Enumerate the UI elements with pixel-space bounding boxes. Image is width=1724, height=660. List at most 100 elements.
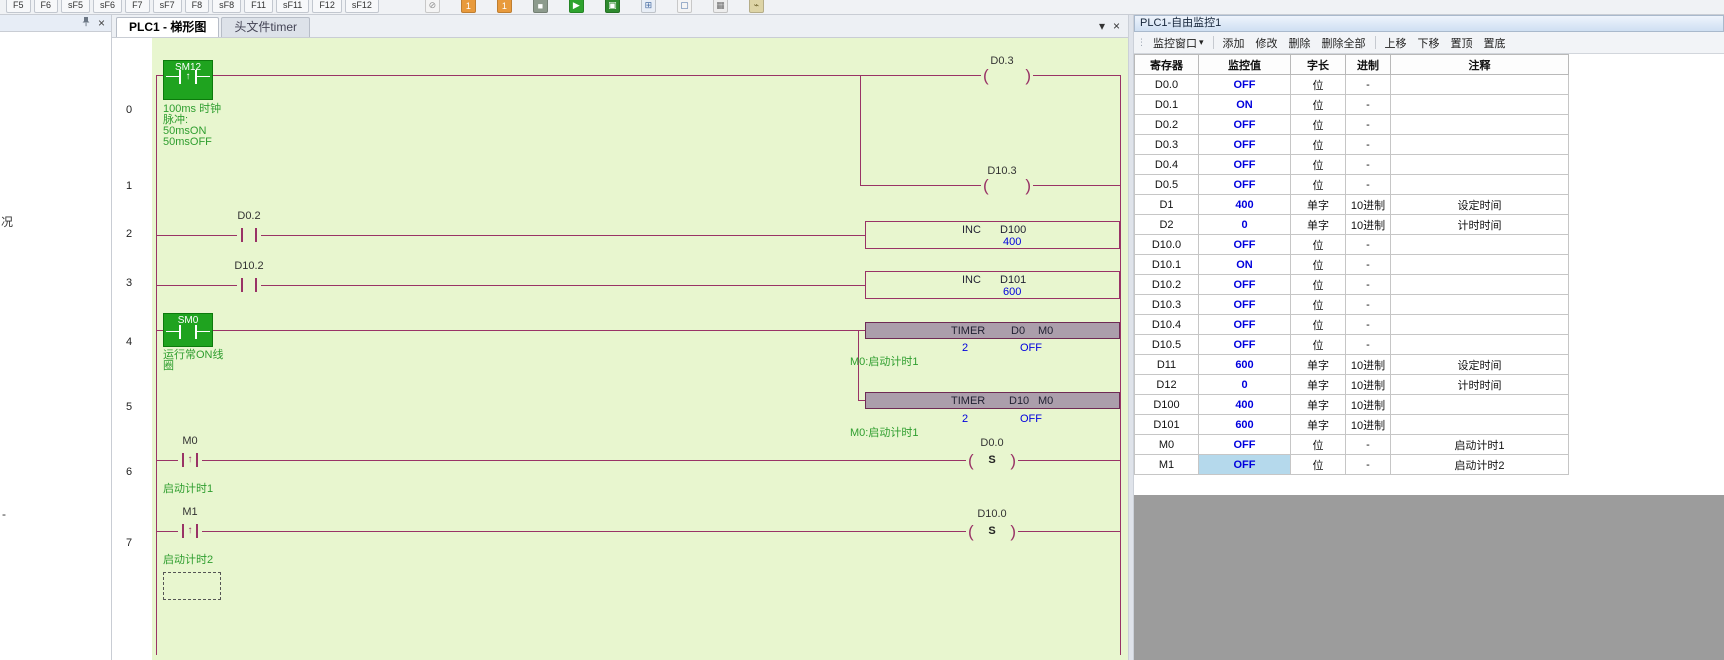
contact-m1-pulse[interactable]: ↑ <box>178 523 202 539</box>
contact-sm12-energized[interactable]: SM12 ↑ <box>163 60 213 100</box>
move-bottom-button[interactable]: 置底 <box>1479 33 1511 53</box>
move-down-button[interactable]: 下移 <box>1413 33 1445 53</box>
comment-cell[interactable] <box>1390 234 1569 255</box>
monitor-row[interactable]: D0.1 ON 位 - <box>1134 94 1569 115</box>
pin-icon[interactable] <box>81 16 91 30</box>
value-cell[interactable]: 600 <box>1198 414 1291 435</box>
close-icon[interactable]: × <box>97 16 105 30</box>
zoom-select-icon[interactable]: ⊞ <box>640 0 656 13</box>
wordlen-cell[interactable]: 单字 <box>1290 214 1346 235</box>
base-cell[interactable]: - <box>1345 274 1391 295</box>
register-cell[interactable]: D0.4 <box>1134 154 1199 175</box>
monitor-row[interactable]: D11 600 单字 10进制 设定时间 <box>1134 354 1569 375</box>
register-cell[interactable]: D10.4 <box>1134 314 1199 335</box>
value-cell[interactable]: ON <box>1198 94 1291 115</box>
comment-cell[interactable] <box>1390 414 1569 435</box>
wordlen-cell[interactable]: 位 <box>1290 94 1346 115</box>
comment-cell[interactable]: 设定时间 <box>1390 354 1569 375</box>
base-cell[interactable]: 10进制 <box>1345 414 1391 435</box>
fkey-button[interactable]: F5 <box>6 0 31 13</box>
tab-ladder[interactable]: PLC1 - 梯形图 <box>116 17 220 37</box>
panel-splitter[interactable] <box>1128 15 1134 660</box>
comment-cell[interactable] <box>1390 334 1569 355</box>
comment-cell[interactable] <box>1390 174 1569 195</box>
comment-cell[interactable] <box>1390 274 1569 295</box>
register-cell[interactable]: D0.1 <box>1134 94 1199 115</box>
register-cell[interactable]: D100 <box>1134 394 1199 415</box>
wordlen-cell[interactable]: 位 <box>1290 74 1346 95</box>
monitor-row[interactable]: D1 400 单字 10进制 设定时间 <box>1134 194 1569 215</box>
upload-program-icon[interactable]: 1 <box>496 0 512 13</box>
value-cell[interactable]: OFF <box>1198 174 1291 195</box>
register-cell[interactable]: D10.0 <box>1134 234 1199 255</box>
add-button[interactable]: 添加 <box>1218 33 1250 53</box>
base-cell[interactable]: - <box>1345 234 1391 255</box>
monitor-row[interactable]: D0.0 OFF 位 - <box>1134 74 1569 95</box>
value-cell[interactable]: OFF <box>1198 154 1291 175</box>
base-cell[interactable]: 10进制 <box>1345 194 1391 215</box>
comment-cell[interactable] <box>1390 134 1569 155</box>
comment-cell[interactable] <box>1390 314 1569 335</box>
register-cell[interactable]: D11 <box>1134 354 1199 375</box>
delete-button[interactable]: 删除 <box>1284 33 1316 53</box>
register-cell[interactable]: D10.5 <box>1134 334 1199 355</box>
ladder-canvas[interactable]: SM12 ↑ 100ms 时钟 脉冲: 50msON 50msOFF D0.3 … <box>152 38 1128 660</box>
fkey-button[interactable]: F8 <box>184 0 210 13</box>
move-up-button[interactable]: 上移 <box>1380 33 1412 53</box>
value-cell[interactable]: OFF <box>1198 234 1291 255</box>
comment-cell[interactable]: 设定时间 <box>1390 194 1569 215</box>
monitor-row[interactable]: M0 OFF 位 - 启动计时1 <box>1134 434 1569 455</box>
coil-d10-3[interactable]: () <box>981 174 1033 196</box>
contact-sm0-energized[interactable]: SM0 <box>163 313 213 347</box>
delete-all-button[interactable]: 删除全部 <box>1317 33 1371 53</box>
wordlen-cell[interactable]: 位 <box>1290 274 1346 295</box>
wordlen-cell[interactable]: 单字 <box>1290 374 1346 395</box>
base-cell[interactable]: - <box>1345 454 1391 475</box>
monitor-mode-icon[interactable]: ▣ <box>604 0 620 13</box>
register-cell[interactable]: D10.2 <box>1134 274 1199 295</box>
grid-icon[interactable]: ▦ <box>712 0 728 13</box>
set-coil-d0-0[interactable]: (S) <box>966 449 1018 471</box>
inc-d100-instruction[interactable]: INC D100 400 <box>865 221 1120 249</box>
base-cell[interactable]: - <box>1345 434 1391 455</box>
comment-cell[interactable]: 启动计时2 <box>1390 454 1569 475</box>
disabled-icon[interactable]: ⊘ <box>424 0 440 13</box>
register-cell[interactable]: D101 <box>1134 414 1199 435</box>
fkey-button[interactable]: F7 <box>125 0 150 13</box>
tab-close-icon[interactable]: × <box>1112 19 1120 33</box>
comment-cell[interactable] <box>1390 154 1569 175</box>
wordlen-cell[interactable]: 位 <box>1290 294 1346 315</box>
comment-cell[interactable] <box>1390 94 1569 115</box>
base-cell[interactable]: - <box>1345 254 1391 275</box>
base-cell[interactable]: 10进制 <box>1345 374 1391 395</box>
register-cell[interactable]: D0.3 <box>1134 134 1199 155</box>
register-cell[interactable]: D12 <box>1134 374 1199 395</box>
monitor-row[interactable]: D0.2 OFF 位 - <box>1134 114 1569 135</box>
value-cell[interactable]: OFF <box>1198 114 1291 135</box>
base-cell[interactable]: - <box>1345 294 1391 315</box>
value-cell[interactable]: ON <box>1198 254 1291 275</box>
comment-cell[interactable] <box>1390 294 1569 315</box>
monitor-row[interactable]: D10.3 OFF 位 - <box>1134 294 1569 315</box>
connect-icon[interactable]: ⌁ <box>748 0 764 13</box>
monitor-row[interactable]: D10.0 OFF 位 - <box>1134 234 1569 255</box>
wordlen-cell[interactable]: 位 <box>1290 334 1346 355</box>
fkey-button[interactable]: F12 <box>312 0 342 13</box>
wordlen-cell[interactable]: 位 <box>1290 114 1346 135</box>
value-cell[interactable]: 400 <box>1198 194 1291 215</box>
inc-d101-instruction[interactable]: INC D101 600 <box>865 271 1120 299</box>
wordlen-cell[interactable]: 单字 <box>1290 394 1346 415</box>
wordlen-cell[interactable]: 位 <box>1290 174 1346 195</box>
fkey-button[interactable]: sF6 <box>93 0 123 13</box>
monitor-window-button[interactable]: 监控窗口▾ <box>1148 33 1209 53</box>
register-cell[interactable]: D0.2 <box>1134 114 1199 135</box>
base-cell[interactable]: - <box>1345 334 1391 355</box>
comment-cell[interactable] <box>1390 74 1569 95</box>
fkey-button[interactable]: sF7 <box>152 0 182 13</box>
fkey-button[interactable]: F6 <box>33 0 59 13</box>
wordlen-cell[interactable]: 位 <box>1290 154 1346 175</box>
tab-header-file[interactable]: 头文件timer <box>221 17 311 37</box>
download-program-icon[interactable]: 1 <box>460 0 476 13</box>
value-cell[interactable]: OFF <box>1198 314 1291 335</box>
monitor-row[interactable]: D0.4 OFF 位 - <box>1134 154 1569 175</box>
